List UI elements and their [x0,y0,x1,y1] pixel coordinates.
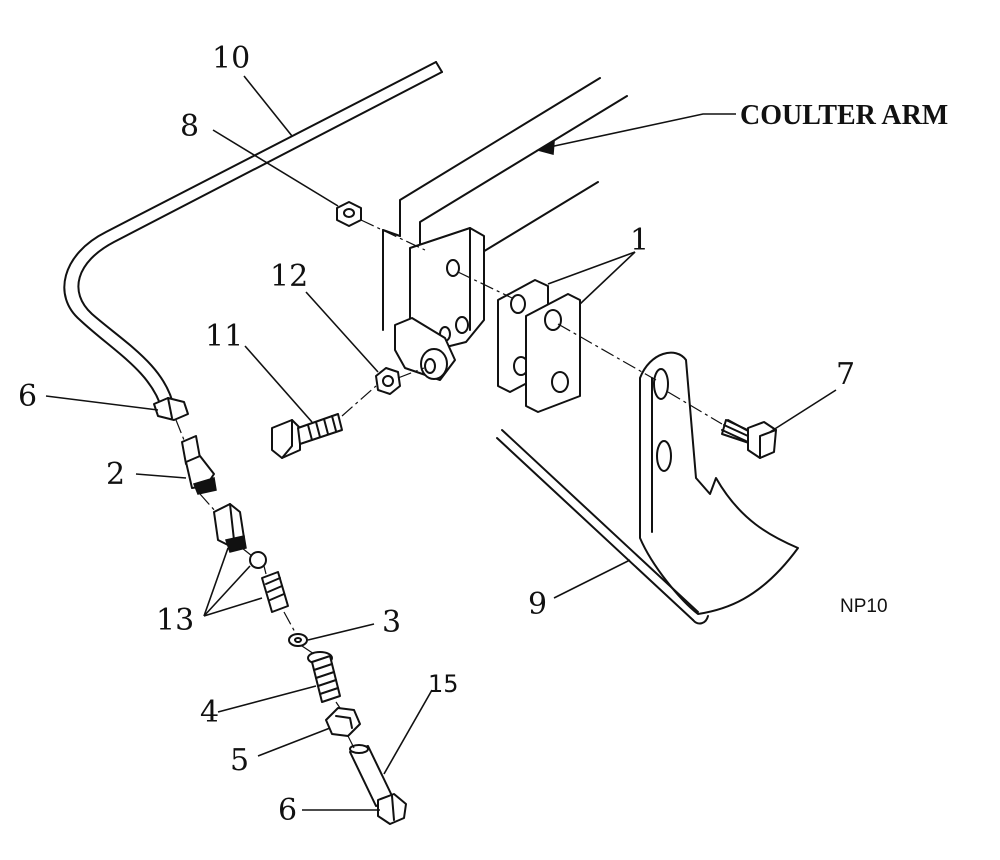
nozzle-tip [307,651,341,703]
bolt-11 [271,413,343,459]
callout-1: 1 [630,223,649,258]
coulter-arm-label: COULTER ARM [740,100,948,131]
hex-nut-5 [325,707,361,737]
callout-3: 3 [382,605,401,640]
callout-11: 11 [205,319,243,354]
fitting-nut-top [153,397,189,421]
nut-8 [336,201,362,227]
callout-7: 7 [836,357,855,392]
callout-2: 2 [106,457,125,492]
callout-12: 12 [270,259,308,294]
callout-15: 15 [428,670,459,698]
coulter-arm [382,77,628,381]
callout-4: 4 [200,695,219,730]
nut-12 [375,367,401,395]
tube-10 [63,61,443,411]
adapter-fitting [181,435,217,495]
callout-10: 10 [212,41,250,76]
figure-code: NP10 [840,596,888,617]
callout-labels: COULTER ARM 10 8 1 12 11 7 6 2 13 3 4 5 … [18,41,948,828]
callout-6-bottom: 6 [278,793,297,828]
shim-plates [497,279,581,413]
fitting-nut-bottom [377,793,407,825]
coulter-blade-bracket [496,351,799,625]
bolt-7 [721,419,777,459]
coulter-arm-pointer [535,113,736,155]
callout-9: 9 [528,587,547,622]
callout-leaders [45,75,837,811]
check-valve-assembly [213,503,289,613]
callout-5: 5 [230,743,249,778]
washer-3 [288,633,308,647]
callout-13: 13 [156,603,194,638]
center-lines [175,219,723,749]
callout-8: 8 [180,109,199,144]
callout-6-top: 6 [18,379,37,414]
